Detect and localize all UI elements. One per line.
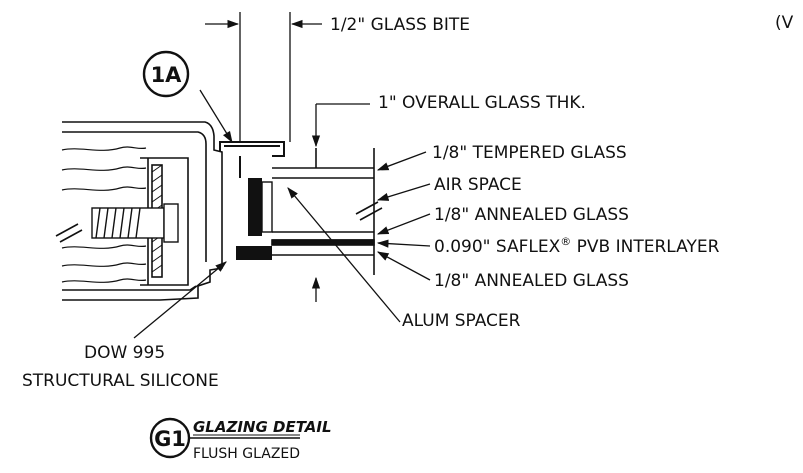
detail-tag: G1 (154, 427, 186, 451)
right-break-symbol (355, 201, 383, 221)
overall-thickness-dimension (311, 103, 370, 302)
detail-title-block: G1 GLAZING DETAIL FLUSH GLAZED (149, 417, 332, 462)
callout-bubble-text: 1A (151, 63, 183, 87)
leader-lines (133, 89, 431, 339)
screw (91, 203, 179, 243)
pvb-interlayer-label: 0.090" SAFLEX® PVB INTERLAYER (434, 235, 720, 257)
spacer-assembly (236, 178, 273, 260)
left-break-symbol (55, 223, 83, 243)
glass-bite-dimension (205, 12, 322, 142)
callout-bubble-1a: 1A (142, 50, 190, 98)
alum-spacer-label: ALUM SPACER (402, 311, 521, 331)
annealed-glass-top-label: 1/8" ANNEALED GLASS (434, 205, 629, 225)
glass-lites (271, 148, 375, 275)
silicone-label-line1: DOW 995 (84, 343, 165, 363)
detail-subtitle: FLUSH GLAZED (193, 446, 300, 462)
annealed-glass-bottom-label: 1/8" ANNEALED GLASS (434, 271, 629, 291)
silicone-label-line2: STRUCTURAL SILICONE (22, 371, 219, 391)
tempered-glass-label: 1/8" TEMPERED GLASS (432, 143, 627, 163)
glazing-clip (219, 141, 285, 178)
break-lines (61, 146, 147, 283)
glass-bite-label: 1/2" GLASS BITE (330, 15, 470, 35)
air-space-label: AIR SPACE (434, 175, 522, 195)
annotation-labels: 1/2" GLASS BITE (V 1" OVERALL GLASS THK.… (22, 13, 794, 391)
overall-thickness-label: 1" OVERALL GLASS THK. (378, 93, 586, 113)
corner-fragment-label: (V (775, 13, 794, 33)
detail-title: GLAZING DETAIL (193, 418, 332, 436)
